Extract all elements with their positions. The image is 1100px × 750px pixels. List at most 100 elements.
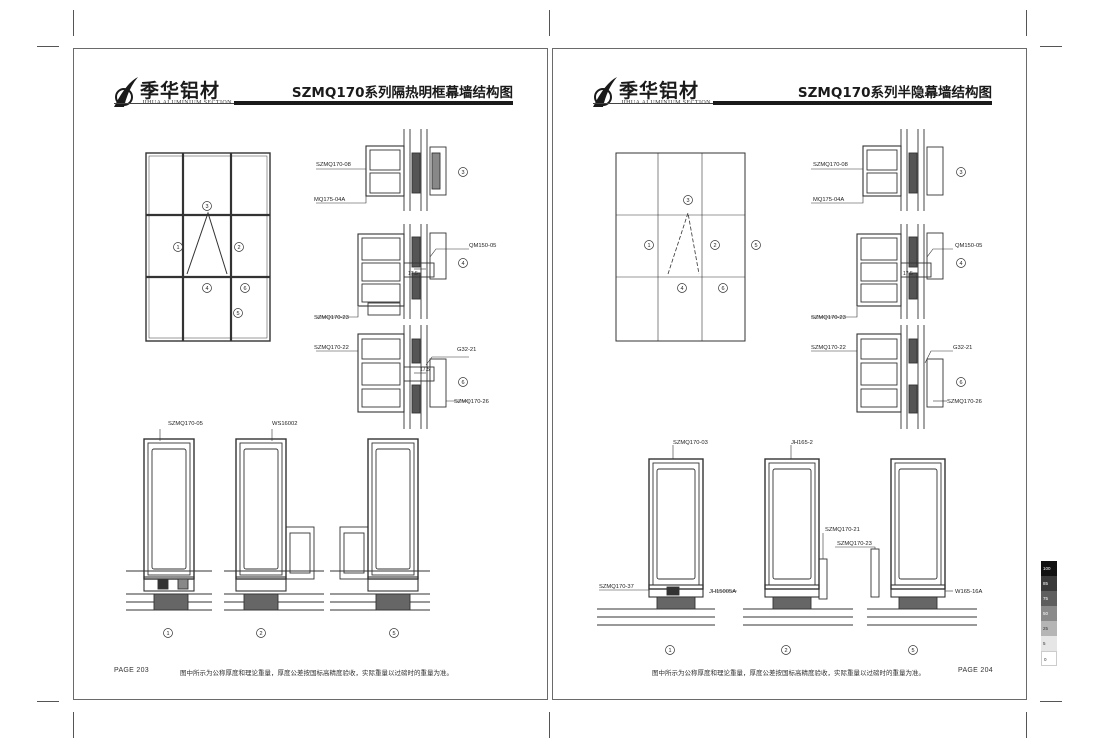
leader-lines xyxy=(159,168,469,441)
plan-section-1 xyxy=(597,458,715,626)
swatch-100: 100 xyxy=(1041,561,1057,576)
plan-marker-1: 1 xyxy=(166,631,169,637)
brand-name-cn: 季华铝材 xyxy=(619,80,700,102)
section-marker-6: 6 xyxy=(959,380,962,386)
crop-mark xyxy=(73,10,74,36)
footer-note: 图中所示为公称厚度和理论重量，厚度公差按国标高精度验收，实际重量以过磅时的重量为… xyxy=(180,669,453,677)
label-mq175-04a: MQ175-04A xyxy=(813,197,844,203)
label-jh165-2: JH165-2 xyxy=(791,440,813,446)
label-szmq170-03: SZMQ170-03 xyxy=(673,440,708,446)
brand-emblem-icon xyxy=(593,77,617,107)
crop-mark xyxy=(37,701,59,702)
swatch-25: 25 xyxy=(1041,621,1057,636)
page-number: PAGE 204 xyxy=(958,667,993,674)
dimension-17-5-b: 17.5 xyxy=(420,367,430,373)
section-marker-6: 6 xyxy=(461,380,464,386)
header-rule-thick xyxy=(234,101,513,105)
elevation-markers xyxy=(644,167,966,655)
plan-marker-1: 1 xyxy=(668,648,671,654)
label-szmq170-22: SZMQ170-22 xyxy=(314,345,349,351)
elevation-frame xyxy=(615,152,746,342)
label-szmq170-37: SZMQ170-37 xyxy=(599,584,634,590)
crop-mark xyxy=(549,10,550,36)
section-detail-bottom xyxy=(856,325,944,429)
header-rule-thin xyxy=(114,103,234,104)
marker-6: 6 xyxy=(721,286,724,292)
label-szmq170-05: SZMQ170-05 xyxy=(168,421,203,427)
footer-note: 图中所示为公称厚度和理论重量，厚度公差按国标高精度验收，实际重量以过磅时的重量为… xyxy=(652,669,925,677)
swatch-75: 75 xyxy=(1041,591,1057,606)
marker-1: 1 xyxy=(176,245,179,251)
plan-section-5 xyxy=(330,438,430,611)
right-drawing: 3 1 2 5 4 6 3 4 6 1 2 5 SZMQ170-08 MQ175… xyxy=(597,129,983,655)
marker-4: 4 xyxy=(680,286,683,292)
label-g32-21: G32-21 xyxy=(457,347,476,353)
crop-mark xyxy=(37,46,59,47)
marker-5: 5 xyxy=(236,311,239,317)
label-ws16002: WS16002 xyxy=(272,421,297,427)
label-szmq170-26: SZMQ170-26 xyxy=(947,399,982,405)
plan-section-5 xyxy=(867,458,977,626)
dimension-17-5-a: 17.5 xyxy=(903,271,913,277)
leader-lines xyxy=(599,168,953,592)
plan-marker-2: 2 xyxy=(259,631,262,637)
label-szmq170-23b: SZMQ170-23 xyxy=(837,541,872,547)
section-detail-top xyxy=(862,129,944,211)
label-szmq170-26: SZMQ170-26 xyxy=(454,399,489,405)
label-g32-21: G32-21 xyxy=(953,345,972,351)
label-szmq170-22: SZMQ170-22 xyxy=(811,345,846,351)
brand-emblem-icon xyxy=(114,77,138,107)
crop-mark xyxy=(1026,712,1027,738)
left-drawing: 3 1 2 4 6 5 3 4 6 1 2 5 SZMQ170-08 MQ175… xyxy=(126,129,496,638)
marker-3: 3 xyxy=(686,198,689,204)
header-rule-thick xyxy=(713,101,992,105)
marker-2: 2 xyxy=(237,245,240,251)
label-qm150-05: QM150-05 xyxy=(469,243,496,249)
catalog-page-left: 季华铝材 JIHUA ALUMINIUM SECTION SZMQ170系列隔热… xyxy=(73,48,548,700)
crop-mark xyxy=(1040,46,1062,47)
section-detail-top xyxy=(365,129,447,211)
marker-1: 1 xyxy=(647,243,650,249)
crop-mark xyxy=(73,712,74,738)
crop-mark xyxy=(549,712,550,738)
label-szmq170-08: SZMQ170-08 xyxy=(316,162,351,168)
plan-marker-2: 2 xyxy=(784,648,787,654)
label-szmq170-23: SZMQ170-23 xyxy=(811,315,846,321)
marker-6: 6 xyxy=(243,286,246,292)
section-marker-4: 4 xyxy=(461,261,464,267)
marker-3: 3 xyxy=(205,204,208,210)
swatch-85: 85 xyxy=(1041,576,1057,591)
label-mq175-04a: MQ175-04A xyxy=(314,197,345,203)
plan-section-2 xyxy=(224,438,324,611)
elevation-frame xyxy=(145,152,271,342)
elevation-markers xyxy=(163,167,468,638)
plan-marker-5: 5 xyxy=(392,631,395,637)
catalog-page-right: 季华铝材 JIHUA ALUMINIUM SECTION SZMQ170系列半隐… xyxy=(552,48,1027,700)
section-marker-3: 3 xyxy=(461,170,464,176)
section-detail-middle xyxy=(856,224,944,319)
label-qm150-05: QM150-05 xyxy=(955,243,982,249)
color-calibration-bar: 100 85 75 50 25 5 0 xyxy=(1041,561,1057,666)
brand-name-cn: 季华铝材 xyxy=(140,80,221,102)
swatch-5: 5 xyxy=(1041,636,1057,651)
swatch-50: 50 xyxy=(1041,606,1057,621)
label-w165-16a: W165-16A xyxy=(955,589,983,595)
plan-marker-5: 5 xyxy=(911,648,914,654)
label-szmq170-21: SZMQ170-21 xyxy=(825,527,860,533)
marker-5: 5 xyxy=(754,243,757,249)
crop-mark xyxy=(1026,10,1027,36)
section-marker-4: 4 xyxy=(959,261,962,267)
page-title: SZMQ170系列隔热明框幕墙结构图 xyxy=(291,85,513,101)
swatch-0: 0 xyxy=(1041,651,1057,666)
section-detail-middle xyxy=(357,224,447,319)
marker-2: 2 xyxy=(713,243,716,249)
page-number: PAGE 203 xyxy=(114,667,149,674)
marker-4: 4 xyxy=(205,286,208,292)
plan-section-2 xyxy=(743,458,853,626)
page-title: SZMQ170系列半隐幕墙结构图 xyxy=(797,85,992,101)
header-rule-thin xyxy=(593,103,713,104)
label-szmq170-23: SZMQ170-23 xyxy=(314,315,349,321)
label-jh15005a: JH15005A xyxy=(709,589,736,595)
label-szmq170-08: SZMQ170-08 xyxy=(813,162,848,168)
section-marker-3: 3 xyxy=(959,170,962,176)
